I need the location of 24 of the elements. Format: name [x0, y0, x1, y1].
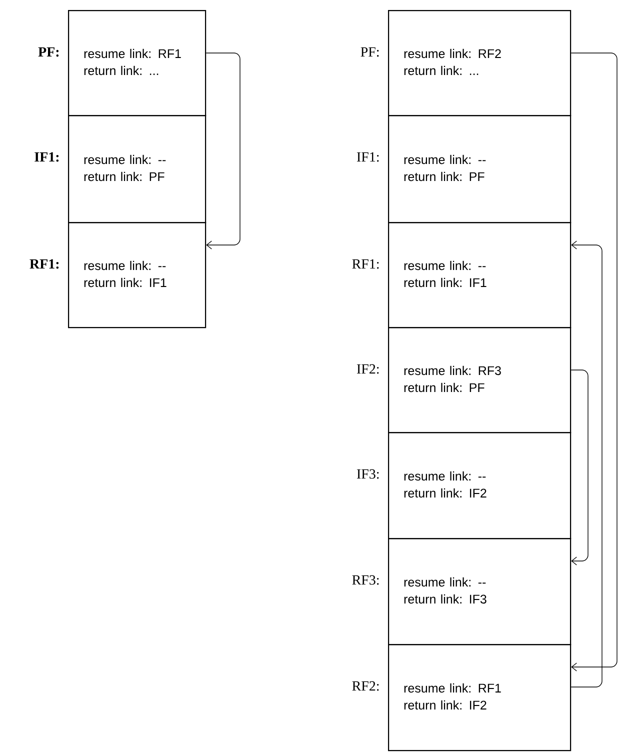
arrow [570, 52, 618, 672]
frame-label: RF1: [30, 259, 59, 269]
frame-label: IF1: [356, 152, 379, 162]
stack-frame-box: resume link: -- return link: IF1 [388, 222, 572, 328]
frame-label: IF2: [356, 364, 379, 374]
frame-label: IF1: [34, 152, 59, 162]
arrow [570, 240, 602, 688]
frame-label: PF: [360, 47, 379, 57]
frame-label: RF3: [352, 575, 379, 585]
frame-label: RF2: [352, 681, 379, 691]
stack-frame-box: resume link: -- return link: IF1 [68, 222, 206, 328]
stack-frame-box: resume link: -- return link: IF2 [388, 432, 572, 540]
stack-frame-box: resume link: RF3 return link: PF [388, 327, 572, 434]
stack-frame-box: resume link: -- return link: IF3 [388, 538, 572, 646]
stack-frame-box: resume link: -- return link: PF [68, 115, 206, 224]
arrow [570, 370, 588, 566]
frame-label: RF1: [352, 259, 379, 269]
stack-frame-box: resume link: RF1 return link: ... [68, 10, 206, 116]
frame-label: PF: [38, 47, 59, 57]
stack-frame-box: resume link: RF2 return link: ... [388, 10, 572, 116]
stack-frame-box: resume link: -- return link: PF [388, 115, 572, 224]
stack-frame-box: resume link: RF1 return link: IF2 [388, 644, 572, 752]
arrow [206, 52, 240, 250]
frame-label: IF3: [356, 469, 379, 479]
